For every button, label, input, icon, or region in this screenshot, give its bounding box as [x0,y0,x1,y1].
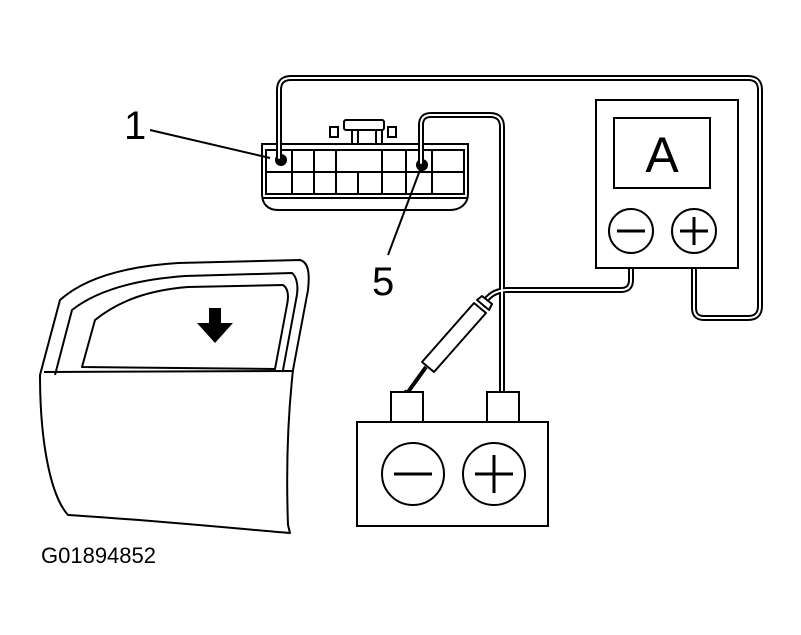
ammeter-positive-terminal-icon [671,208,717,254]
battery-post-negative [390,391,424,423]
callout-1-label: 1 [124,104,146,148]
connector-latch-cap [343,119,385,131]
callout-1-leader [149,129,271,159]
connector [261,119,469,211]
ammeter-display [613,117,711,189]
callout-5-label: 5 [372,260,394,304]
down-arrow-icon [197,308,233,343]
probe-handle [476,295,493,311]
battery-positive-terminal-icon [462,442,526,506]
car-door [39,259,310,534]
battery-negative-terminal-icon [381,442,445,506]
door-outline [39,259,310,534]
connector-rib-right [387,126,397,138]
figure-code: G01894852 [41,543,156,568]
window-glass [81,284,289,370]
test-probe [401,295,493,397]
ammeter-negative-terminal-icon [608,208,654,254]
battery-post-positive [486,391,520,423]
probe-body [421,302,487,373]
wire-cores [278,77,761,393]
callout-5-leader [387,169,421,256]
probe-tip [406,365,428,394]
door-belt-line [43,370,293,373]
ammeter-symbol: A [645,127,679,183]
connector-rib-left [329,126,339,138]
door-inner-frame [54,272,299,376]
